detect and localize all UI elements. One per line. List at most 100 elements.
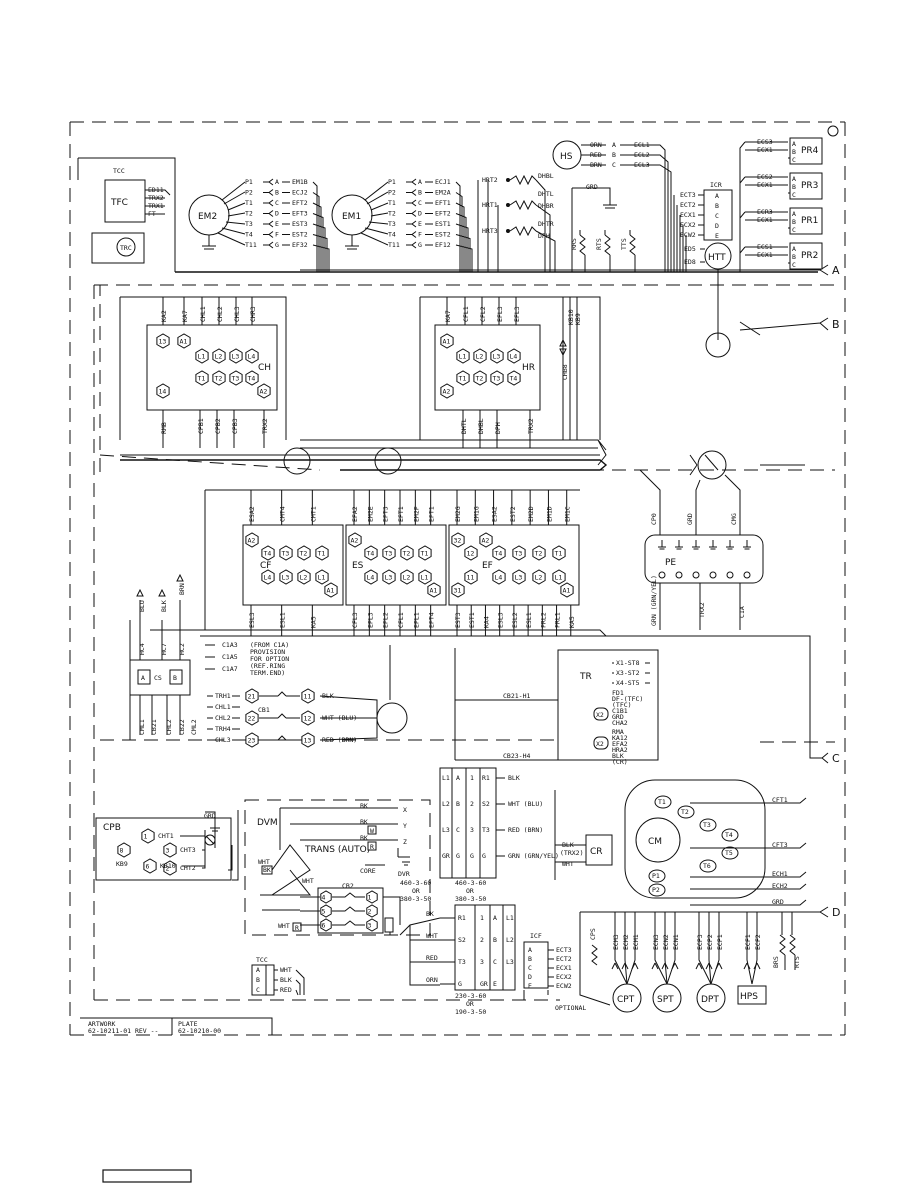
heater-elements: HRT2 HRT1 HRT3 DHBL DHTL DHBR DHTR DPH — [477, 172, 556, 272]
pr-box — [789, 137, 823, 165]
terminal-label: 3 — [166, 847, 170, 855]
svg-text:B: B — [173, 674, 177, 682]
wire-label: EFT1 — [428, 506, 436, 522]
terminal-label: 32 — [454, 537, 462, 545]
terminal-label: 21 — [248, 693, 256, 701]
pin-letter: G — [418, 241, 422, 249]
terminal-label: 11 — [467, 574, 475, 582]
wire-label: CFL1 — [462, 306, 470, 322]
terminal-label: 8 — [120, 847, 124, 855]
svg-text:TFC: TFC — [110, 198, 128, 208]
terminal-hex — [156, 383, 170, 399]
motor-pin-label: T2 — [245, 210, 253, 218]
wire-label: EM2A — [435, 189, 451, 197]
wire-label: EFA2 — [612, 740, 628, 748]
terminal-hex — [366, 904, 378, 918]
ground-terminal — [709, 571, 717, 579]
wire-label: TRH4 — [215, 725, 231, 733]
terminal-label: 1 — [480, 914, 484, 922]
terminal-label: L2 — [476, 353, 484, 361]
wire — [312, 213, 324, 272]
terminal-hex — [451, 532, 465, 548]
wire-label: CHL3 — [215, 736, 231, 744]
connector — [743, 962, 751, 970]
svg-text:ED8: ED8 — [684, 258, 696, 266]
wire-label: CPB3 — [231, 418, 239, 434]
connector — [406, 199, 417, 207]
terminal-oval — [699, 818, 717, 832]
pr-box — [789, 242, 823, 270]
terminal-hex — [400, 545, 414, 561]
svg-text:HRT2: HRT2 — [482, 176, 498, 184]
wire-label: ECT2 — [556, 955, 572, 963]
pin-letter: C — [792, 156, 796, 164]
wire-label: ECN3 — [652, 934, 660, 950]
pr-box — [789, 172, 823, 200]
terminal-hex — [440, 333, 454, 349]
ground-symbol — [726, 540, 734, 550]
terminal-oval — [654, 795, 672, 809]
pr-box — [789, 207, 823, 235]
pin-letter: A — [792, 210, 796, 218]
connector — [651, 962, 659, 970]
wire-label: ECP1 — [716, 934, 724, 950]
svg-text:OPTIONAL: OPTIONAL — [555, 1004, 586, 1012]
terminal-label: 1 — [144, 833, 148, 841]
wire-label: KA12 — [612, 734, 628, 742]
top-resistors: RRS RTS TTS — [570, 230, 636, 272]
terminal-label: GR — [480, 980, 488, 988]
svg-text:RED: RED — [280, 986, 292, 994]
terminal-hex — [456, 370, 470, 386]
terminal-hex — [279, 545, 293, 561]
wire-label: GRD — [612, 713, 624, 721]
svg-text:BLK: BLK — [160, 600, 168, 612]
wire-label: CHL1 — [215, 703, 231, 711]
terminal-hex — [512, 569, 526, 585]
pin-letter: D — [275, 210, 279, 218]
tcc-connector: TCC A B C WHT BLK RED — [251, 956, 305, 996]
wire-label: WHT — [426, 932, 438, 940]
terminal-oval — [721, 846, 739, 860]
svg-text:ICF: ICF — [530, 932, 542, 940]
pin-letter: C — [528, 964, 532, 972]
svg-text:CF: CF — [260, 561, 271, 571]
wire-label: ECT3 — [680, 191, 696, 199]
terminal-label: T2 — [403, 550, 411, 558]
svg-text:CB1: CB1 — [258, 706, 270, 714]
terminal-label: T3 — [458, 958, 466, 966]
motor-pin-label: T3 — [388, 220, 396, 228]
terminal-hex — [261, 569, 275, 585]
terminal-hex — [364, 545, 378, 561]
svg-text:DVR: DVR — [398, 870, 410, 878]
tr-transformer: TR CB21-H1 CB23-H4 X2 X2 X1-ST8X3-ST2X4-… — [389, 645, 659, 766]
terminal-label: T4 — [510, 375, 518, 383]
wire-label: ESL2 — [511, 612, 519, 628]
htt-thermostat: HTT ED5 ED8 — [684, 242, 732, 340]
terminal-label: S2 — [458, 936, 466, 944]
svg-text:CH: CH — [258, 363, 271, 373]
wire-label: RED (BRN) — [508, 826, 543, 834]
wire-label: GRN (GRN/YEL) — [508, 852, 559, 860]
pin-letter: D — [715, 222, 719, 230]
wire-label: EFA2 — [351, 506, 359, 522]
wire-label: FRL2 — [539, 612, 547, 628]
wire — [455, 234, 471, 272]
svg-text:D: D — [832, 906, 840, 919]
svg-text:CORE: CORE — [360, 867, 376, 875]
connector — [695, 962, 703, 970]
svg-text:R: R — [370, 843, 374, 851]
terminal-hex — [366, 890, 378, 904]
motor-pin-label: T4 — [388, 231, 396, 239]
terminal-label: T1 — [555, 550, 563, 558]
svg-text:C1A7: C1A7 — [222, 665, 238, 673]
terminal-label: 1 — [368, 894, 372, 902]
pin-letter: B — [418, 189, 422, 197]
terminal-label: 3 — [368, 922, 372, 930]
ground-symbol — [675, 540, 683, 550]
terminal-label: 4 — [322, 894, 326, 902]
terminal-label: L1 — [459, 353, 467, 361]
wire — [614, 912, 628, 985]
wire-label: ECM3 — [612, 934, 620, 950]
